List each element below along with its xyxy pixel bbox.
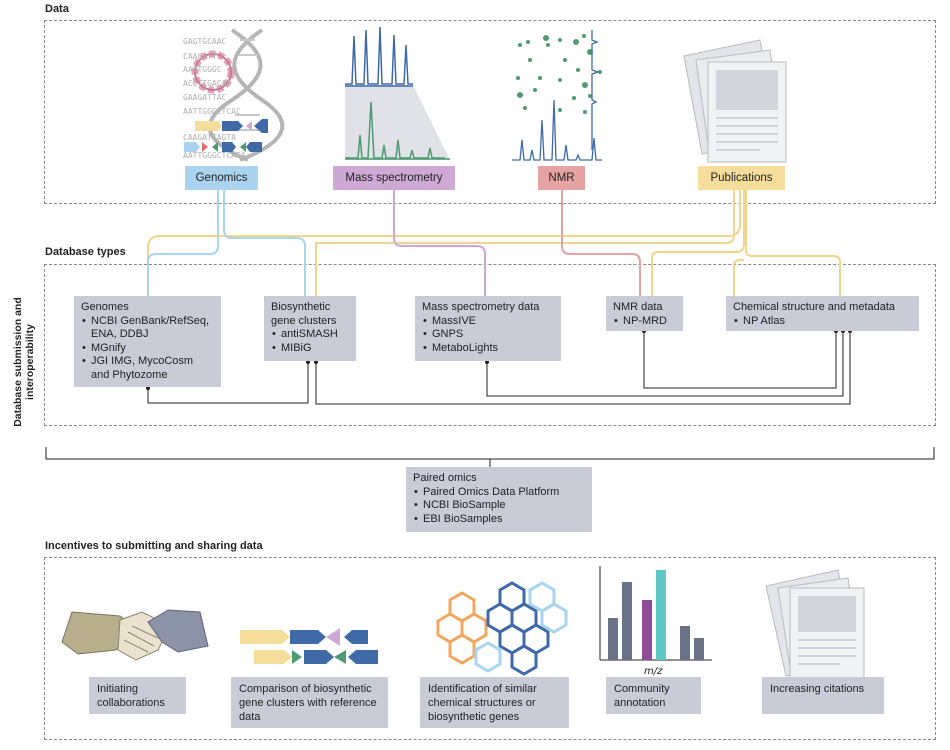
list-item: NP Atlas [733,315,912,329]
incentive-citations: Increasing citations [762,677,884,714]
incentive-bgc-comparison: Comparison of biosynthetic gene clusters… [231,677,388,728]
nmr-connector [561,190,641,296]
chemical-structures-illustration [436,581,568,676]
dna-illustration [184,28,285,162]
incentive-community-annotation: Community annotation [606,677,701,714]
list-item: antiSMASH [271,328,349,342]
publications-chip: Publications [698,166,785,190]
chem-box: Chemical structure and metadata NP Atlas [726,296,919,331]
dna-sequences: GAGTGCAAC CAAGATT AATTGGGC ACCTTGACAT GA… [183,37,246,160]
genomics-chip: Genomics [185,166,258,190]
citations-illustration [765,569,865,681]
chem-title: Chemical structure and metadata [733,301,896,313]
genomics-connectors [147,190,306,296]
list-item: MIBiG [271,342,349,356]
section-title-database-types: Database types [45,246,126,258]
gene-cluster-illustration [240,628,378,664]
ms-illustration [345,26,450,160]
section-title-incentives: Incentives to submitting and sharing dat… [45,540,263,552]
handshake-illustration [61,609,209,661]
publications-connectors [147,190,841,296]
mz-chart-illustration: m/z [599,566,712,677]
list-item: NCBI BioSample [413,499,585,513]
incentive-identification: Identification of similar chemical struc… [420,677,569,728]
bgc-title: Biosynthetic gene clusters [271,301,337,327]
incentive-collaborations: Initiating collaborations [89,677,186,714]
ms-connector [393,190,486,296]
database-links [45,331,935,467]
database-types-panel [44,264,936,426]
dna-sequence-text: CAAGATTAGTA [183,133,236,142]
list-item: JGI IMG, MycoCosm and Phytozome [81,355,214,382]
genomes-title: Genomes [81,301,129,313]
mass-spectrometry-chip: Mass spectrometry [333,166,455,190]
mz-axis-label: m/z [644,666,663,677]
ms-data-title: Mass spectrometry data [422,301,540,313]
list-item: GNPS [422,328,554,342]
data-panel [44,20,936,204]
section-title-data: Data [45,3,69,15]
list-item: MGnify [81,342,214,356]
dna-sequence-text: AATTGGGCTCAC [183,107,241,116]
paired-omics-box: Paired omics Paired Omics Data Platform … [406,467,592,532]
paired-omics-title: Paired omics [413,472,477,484]
bgc-box: Biosynthetic gene clusters antiSMASH MIB… [264,296,356,361]
dna-sequence-text: AATTGGGC [183,65,222,74]
dna-sequence-text: GAAGATTAC [183,93,227,102]
nmr-illustration [512,30,602,161]
dna-sequence-text: AATTGGGCTCACA [183,151,246,160]
dna-sequence-text: CAAGATT [183,52,217,61]
ms-data-box: Mass spectrometry data MassIVE GNPS Meta… [415,296,561,361]
incentives-panel [44,557,936,740]
list-item: MassIVE [422,315,554,329]
publications-illustration [683,39,787,163]
nmr-chip: NMR [538,166,585,190]
list-item: Paired Omics Data Platform [413,486,585,500]
genomes-box: Genomes NCBI GenBank/RefSeq, ENA, DDBJ M… [74,296,221,387]
nmr-data-title: NMR data [613,301,663,313]
list-item: NP-MRD [613,315,676,329]
list-item: NCBI GenBank/RefSeq, ENA, DDBJ [81,315,214,342]
nmr-data-box: NMR data NP-MRD [606,296,683,331]
dna-sequence-text: GAGTGCAAC [183,37,227,46]
dna-sequence-text: ACCTTGACAT [183,79,231,88]
list-item: EBI BioSamples [413,513,585,527]
list-item: MetaboLights [422,342,554,356]
